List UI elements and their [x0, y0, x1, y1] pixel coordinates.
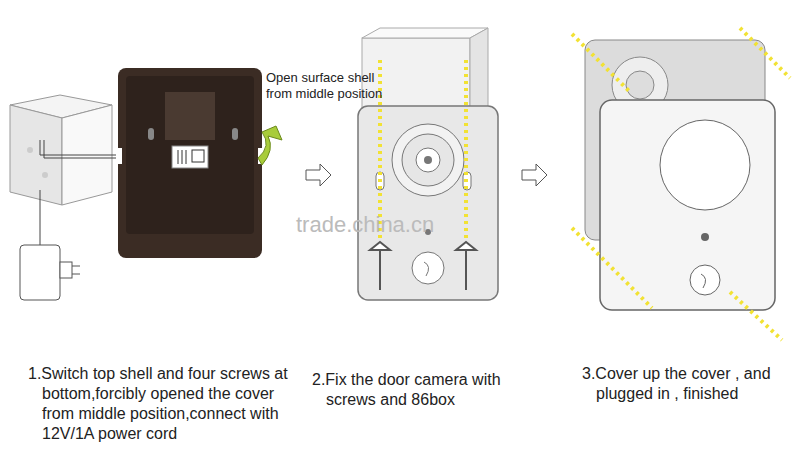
- camera-back-plate: [116, 68, 264, 258]
- watermark: trade.china.cn: [296, 212, 496, 238]
- step-caption: 1.Switch top shell and four screws at bo…: [28, 364, 294, 444]
- callout-note: Open surface shell from middle position: [266, 70, 398, 102]
- alignment-line: [572, 28, 790, 340]
- step-caption: 3.Cover up the cover , and plugged in , …: [582, 364, 796, 404]
- power-adapter: [20, 245, 80, 300]
- wall-box: [10, 95, 112, 205]
- step-caption: 2.Fix the door camera with screws and 86…: [312, 370, 541, 410]
- screw: [370, 242, 476, 290]
- front-cover: [600, 100, 775, 310]
- open-arrow: [258, 126, 282, 165]
- alignment-line: [380, 60, 466, 238]
- step-arrow: [306, 164, 331, 186]
- step-arrow: [522, 164, 547, 186]
